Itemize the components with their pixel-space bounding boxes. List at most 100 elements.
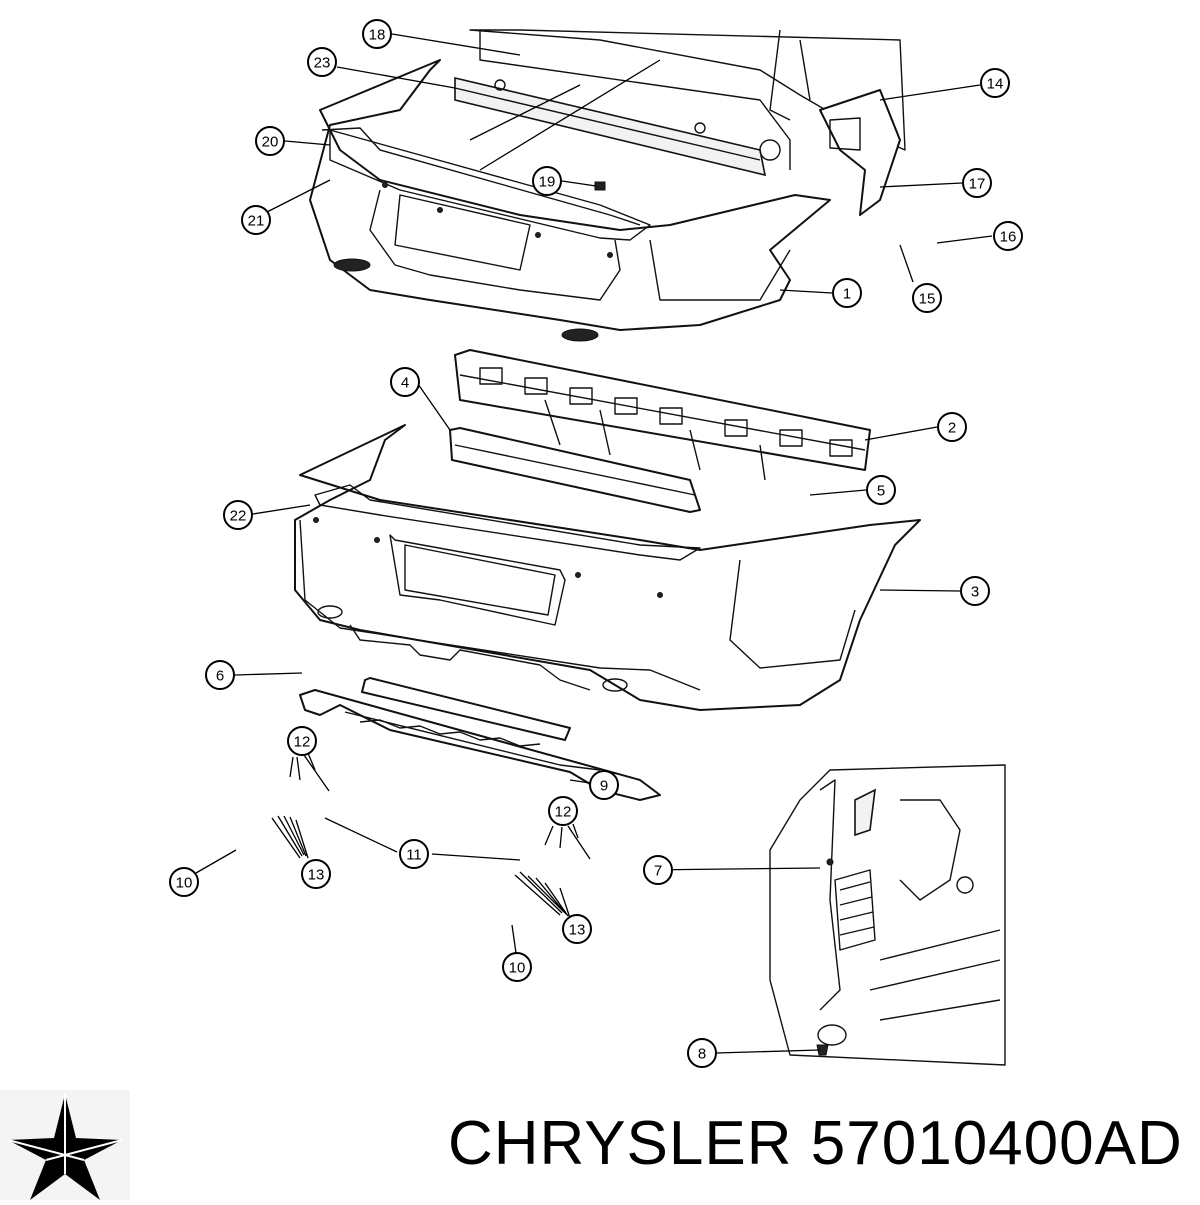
svg-text:5: 5 [877,483,885,500]
svg-text:22: 22 [230,508,247,525]
trunk-opening-edge [479,30,791,170]
wheel-well-inset [769,764,1006,1066]
beam-legs [544,399,766,481]
park-sensor-hole [374,537,380,543]
svg-text:14: 14 [987,76,1004,93]
pentastar-facet [45,1139,123,1161]
svg-text:18: 18 [369,27,386,44]
rear-bumper-fascia-upper [309,59,831,331]
part-number: 57010400AD [810,1109,1183,1178]
beam-rib [459,374,866,451]
bumper-reinforcement-beam [454,349,871,471]
top-assembly [309,29,906,342]
lower-fascia-side-panel [729,559,856,669]
fascia-top-ledge [329,129,651,241]
beam-hole [494,79,506,91]
callout-3: 3 [960,576,990,606]
lower-exhaust-cutout-left [317,605,343,619]
callout-16: 16 [993,221,1023,251]
callouts: 1 2 3 4 5 6 7 8 9 10 10 11 12 12 13 13 1… [169,19,1023,1068]
park-sensor-hole [313,517,319,523]
rear-bumper-fascia-lower [294,424,921,711]
lower-exhaust-cutout-right [602,678,628,692]
inset-fascia-edge [819,779,841,1011]
svg-text:20: 20 [262,134,279,151]
callout-19: 19 [532,166,562,196]
brand-part-number: CHRYSLER 57010400AD [448,1108,1183,1179]
diffuser-grille-pattern [359,719,541,747]
inset-mount-hole [956,876,974,894]
exhaust-cutout-left [333,258,371,272]
callout-2: 2 [937,412,967,442]
bracket-window [829,117,861,151]
callout-8: 8 [687,1038,717,1068]
callout-23: 23 [307,47,337,77]
lower-trim-strip [361,677,571,741]
callout-12-right: 12 [548,796,578,826]
svg-text:21: 21 [248,213,265,230]
beam-line [454,87,761,161]
fascia-lower-ledge [314,484,701,561]
callout-13-left: 13 [301,859,331,889]
callout-20: 20 [255,126,285,156]
beam-pockets [479,367,853,457]
callout-10-center: 10 [502,952,532,982]
fastener-cluster-13-left [271,815,309,859]
svg-text:12: 12 [294,734,311,751]
callout-5: 5 [866,475,896,505]
inset-tow-hook-cover [817,1024,847,1046]
rear-reinforcement-beam [454,76,767,177]
callout-17: 17 [962,168,992,198]
license-plate-area [394,194,531,271]
pentastar-logo-svg [0,1090,130,1200]
callout-15: 15 [912,283,942,313]
svg-text:3: 3 [971,584,979,601]
fastener-cluster-13-right [514,871,571,919]
callout-1: 1 [832,278,862,308]
pentastar-facet [7,1139,85,1161]
callout-18: 18 [362,19,392,49]
absorber-line [454,444,696,496]
park-sensor-hole [657,592,663,598]
lower-assembly [271,677,661,919]
callout-6: 6 [205,660,235,690]
svg-text:11: 11 [406,847,422,864]
callout-14: 14 [980,68,1010,98]
callout-11: 11 [399,839,429,869]
svg-text:8: 8 [698,1046,706,1063]
svg-text:9: 9 [600,778,608,795]
svg-text:10: 10 [176,875,193,892]
callout-4: 4 [390,367,420,397]
svg-text:23: 23 [314,55,331,72]
svg-text:12: 12 [555,804,572,821]
fascia-license-recess [369,189,621,301]
push-pin-7 [826,858,834,866]
fascia-side-panel [649,239,791,301]
screw-19 [594,181,606,191]
quarter-panel-edge [769,29,811,121]
inset-vent-slats [839,881,875,936]
svg-text:19: 19 [539,174,556,191]
lower-fascia-edge [299,519,701,691]
lower-license-plate-area [404,544,556,616]
svg-text:15: 15 [919,291,936,308]
svg-text:13: 13 [308,867,325,884]
svg-text:6: 6 [216,668,224,685]
fascia-trim-strip [321,127,641,226]
brand-name: CHRYSLER [448,1109,793,1178]
lower-license-recess [389,534,566,626]
svg-text:1: 1 [843,286,851,303]
exhaust-cutout-right [561,328,599,342]
callout-7: 7 [643,855,673,885]
beam-hole [694,122,706,134]
park-sensor-hole [382,182,388,188]
inset-vent [834,869,876,951]
middle-assembly [294,349,921,711]
inset-wheelhouse [899,799,961,901]
svg-text:4: 4 [401,375,409,392]
bumper-side-bracket [819,89,901,216]
svg-text:10: 10 [509,960,526,977]
svg-text:17: 17 [969,176,986,193]
